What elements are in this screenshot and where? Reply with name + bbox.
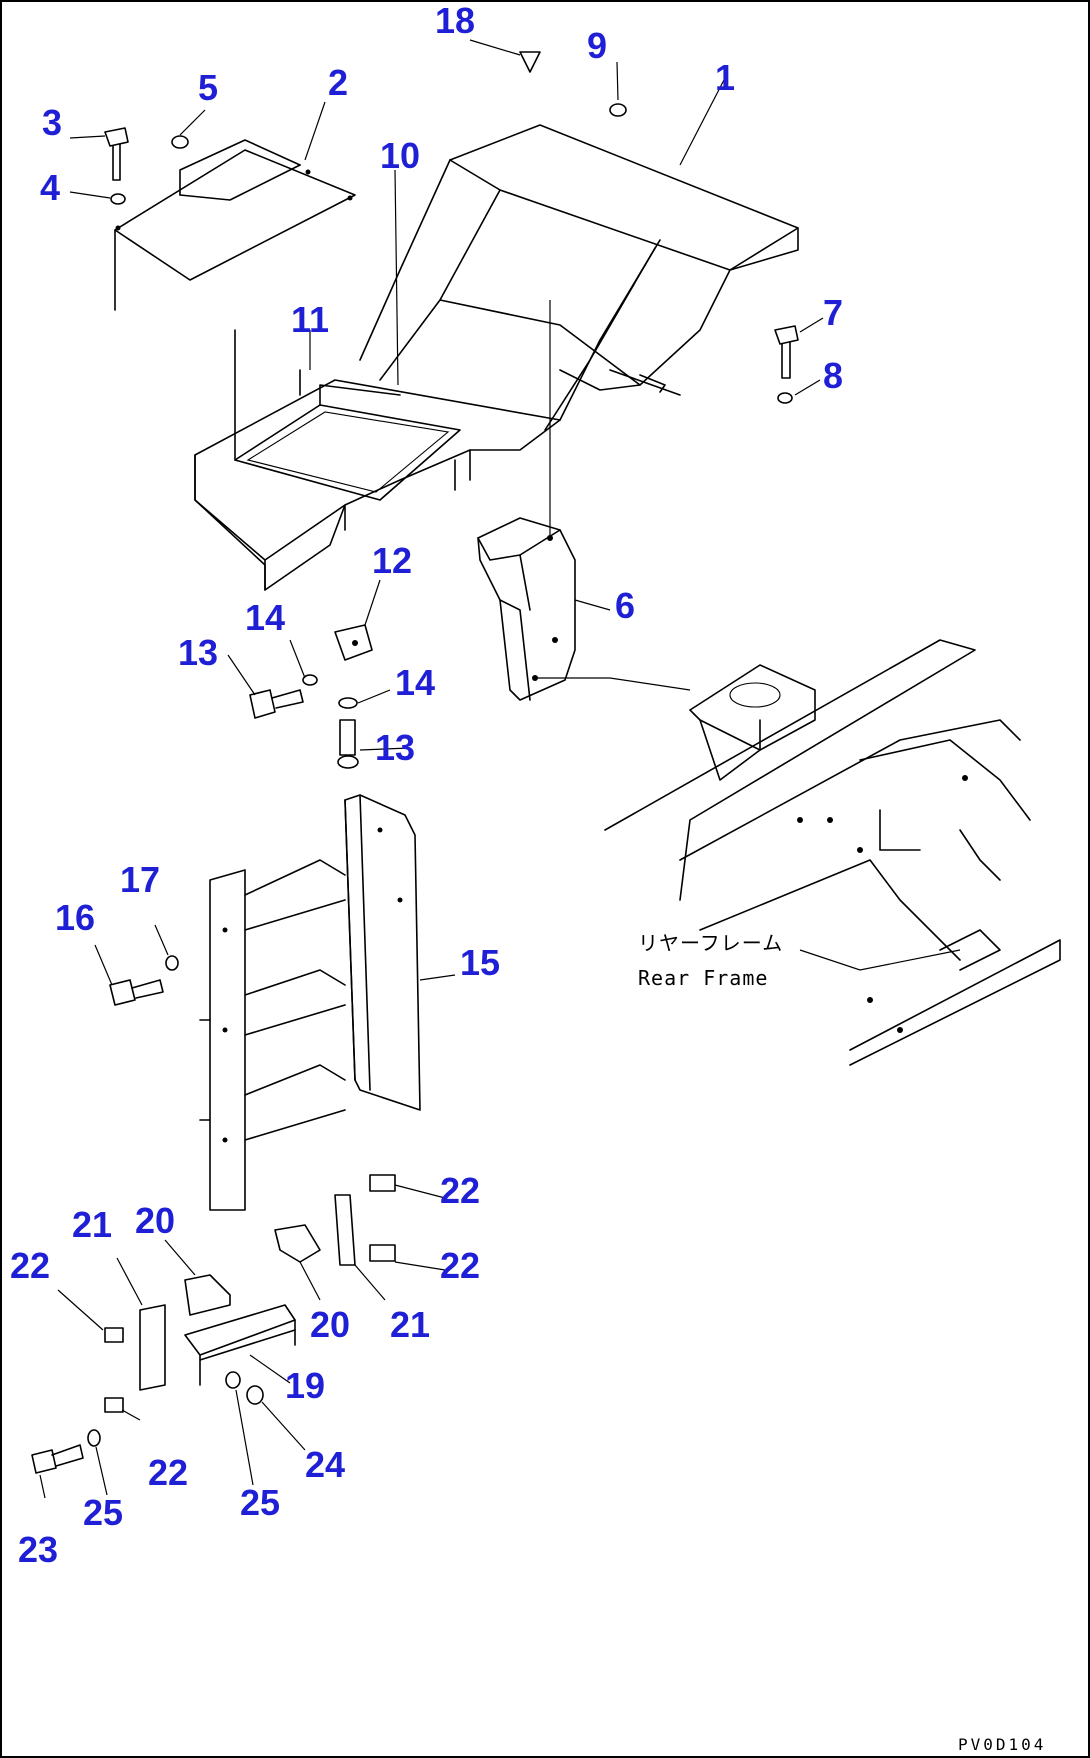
callout-19: 19 [285, 1365, 325, 1406]
callout-13a: 13 [178, 632, 218, 673]
nut-5 [171, 135, 189, 149]
callout-23: 23 [18, 1529, 58, 1570]
washer-17 [165, 955, 179, 971]
callout-21b: 21 [390, 1304, 430, 1345]
callout-18: 18 [435, 0, 475, 41]
callout-25a: 25 [83, 1492, 123, 1533]
callout-4: 4 [40, 167, 60, 208]
washer-14b [338, 697, 358, 709]
part-2-cover-plate [114, 139, 356, 311]
washer-4 [110, 193, 126, 205]
washer-14a [302, 674, 318, 686]
callout-13b: 13 [375, 727, 415, 768]
washer-8 [777, 392, 793, 404]
part-15-ladder [199, 794, 421, 1211]
callout-22d: 22 [148, 1452, 188, 1493]
callout-22b: 22 [440, 1170, 480, 1211]
washer-25a [87, 1429, 101, 1447]
drawing-number: PV0D104 [958, 1735, 1046, 1754]
callout-20a: 20 [135, 1200, 175, 1241]
part-1-step-cover [359, 124, 799, 431]
bracket-12 [334, 624, 373, 661]
callout-22c: 22 [440, 1245, 480, 1286]
callout-16: 16 [55, 897, 95, 938]
bolt-13b [337, 719, 359, 769]
callout-24: 24 [305, 1444, 345, 1485]
callout-10: 10 [380, 135, 420, 176]
callout-1: 1 [715, 57, 735, 98]
bolt-16 [109, 979, 164, 1006]
bolt-23 [31, 1444, 84, 1474]
nut-9 [609, 103, 627, 117]
tray-floor [194, 329, 561, 591]
callout-17: 17 [120, 859, 160, 900]
nut-24 [246, 1385, 264, 1405]
part-19-step [184, 1304, 296, 1386]
callout-7: 7 [823, 292, 843, 333]
bolt-3 [104, 127, 129, 181]
callout-14a: 14 [245, 597, 285, 638]
callout-2: 2 [328, 62, 348, 103]
part-6-bracket [477, 300, 691, 701]
bolt-7 [774, 325, 799, 379]
leader-lines [39, 39, 824, 1499]
part-22-clips [104, 1174, 396, 1413]
callout-8: 8 [823, 355, 843, 396]
part-20-brackets [184, 1224, 321, 1316]
callout-3: 3 [42, 102, 62, 143]
callout-6: 6 [615, 585, 635, 626]
callout-12: 12 [372, 540, 412, 581]
callout-25b: 25 [240, 1482, 280, 1523]
rear-frame [604, 639, 1061, 1066]
bolt-13a [249, 689, 304, 719]
callout-14b: 14 [395, 662, 435, 703]
callout-5: 5 [198, 67, 218, 108]
callout-labels: 1 2 3 4 5 6 7 8 9 10 11 12 13 13 14 14 1… [10, 0, 843, 1570]
callout-20b: 20 [310, 1304, 350, 1345]
rear-frame-label-en: Rear Frame [638, 966, 768, 990]
callout-9: 9 [587, 25, 607, 66]
washer-25b [225, 1371, 241, 1389]
rear-frame-label-jp: リヤーフレーム [638, 931, 783, 955]
callout-22a: 22 [10, 1245, 50, 1286]
callout-15: 15 [460, 942, 500, 983]
callout-11: 11 [291, 299, 329, 340]
plug-18 [519, 51, 541, 73]
callout-21a: 21 [72, 1204, 112, 1245]
